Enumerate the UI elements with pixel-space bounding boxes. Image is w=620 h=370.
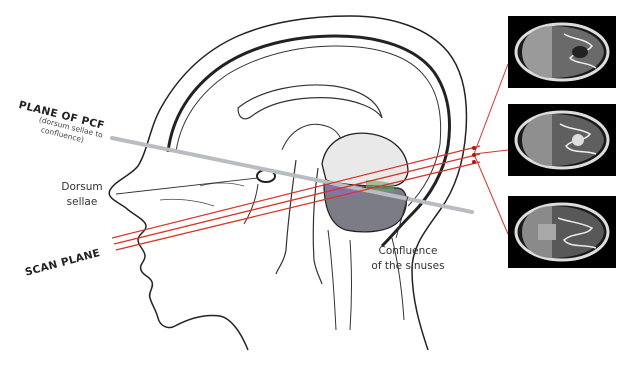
dorsum-leader: [116, 178, 258, 194]
cerebellum: [322, 133, 408, 186]
face-inner: [160, 199, 214, 206]
pcf-plane-line: [112, 138, 472, 212]
confluence-label-2: of the sinuses: [356, 261, 460, 273]
mri-slice-top: [508, 16, 616, 88]
brain-outline: [168, 36, 449, 246]
dorsum-label-1: Dorsum: [52, 182, 112, 194]
head-outline: [109, 16, 466, 350]
scan-dots: [472, 146, 476, 164]
spinal-line-2: [350, 240, 352, 330]
mri-slice-bottom: [508, 196, 616, 268]
projection-lines: [474, 64, 508, 234]
spinal-line-1: [328, 230, 336, 330]
confluence-label-1: Confluence: [358, 246, 458, 258]
dorsum-label-2: sellae: [52, 197, 112, 209]
corpus-callosum: [238, 85, 382, 119]
mri-slice-middle: [508, 104, 616, 176]
